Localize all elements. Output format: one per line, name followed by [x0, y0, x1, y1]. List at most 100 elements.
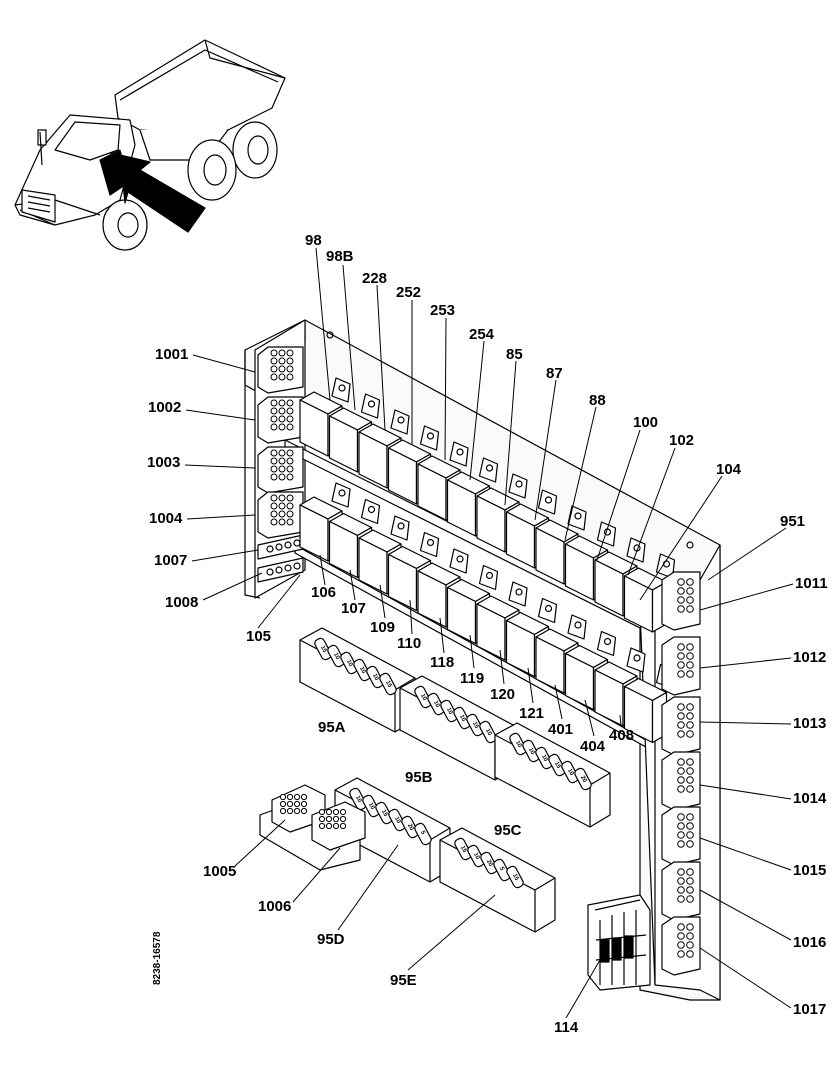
- label-95c: 95C: [494, 822, 522, 839]
- right-connector-1: [661, 571, 701, 631]
- label-1016: 1016: [793, 934, 827, 951]
- relay-lower-12: [623, 663, 676, 744]
- document-number: 8238-16578: [152, 931, 163, 985]
- svg-text:20: 20: [406, 823, 415, 832]
- svg-text:10: 10: [432, 700, 441, 709]
- label-98: 98: [305, 232, 322, 249]
- connector-1003: [257, 446, 304, 494]
- label-120: 120: [490, 686, 516, 703]
- svg-text:15: 15: [319, 645, 328, 654]
- label-114: 114: [554, 1019, 579, 1036]
- label-95a: 95A: [318, 719, 346, 736]
- right-connector-7: [661, 916, 701, 976]
- label-1015: 1015: [793, 862, 827, 879]
- fuse-block-95c: 10 10 10 15 10 20: [494, 722, 611, 828]
- connector-1002: [257, 396, 304, 444]
- label-1006: 1006: [258, 898, 292, 915]
- svg-text:20: 20: [579, 775, 588, 784]
- leader-lines: [184, 247, 794, 1019]
- svg-text:10: 10: [514, 740, 523, 749]
- label-107: 107: [341, 600, 367, 617]
- label-1005: 1005: [203, 863, 237, 880]
- svg-text:20: 20: [485, 859, 494, 868]
- label-1003: 1003: [147, 454, 181, 471]
- right-connector-2: [661, 636, 701, 696]
- fuse-block-95b: 10 10 10 10 15 10: [399, 675, 516, 781]
- svg-text:15: 15: [511, 873, 520, 882]
- right-connector-3: [661, 696, 701, 756]
- label-95e: 95E: [390, 972, 417, 989]
- label-253: 253: [430, 302, 456, 319]
- fuse-blocks: 1510101010151010101015101010101510201010…: [299, 627, 611, 933]
- svg-text:10: 10: [345, 659, 354, 668]
- svg-text:15: 15: [553, 761, 562, 770]
- svg-text:15: 15: [380, 809, 389, 818]
- label-109: 109: [370, 619, 396, 636]
- label-95b: 95B: [405, 769, 433, 786]
- svg-text:10: 10: [419, 693, 428, 702]
- label-408: 408: [609, 727, 635, 744]
- label-254: 254: [469, 326, 495, 343]
- svg-text:5: 5: [419, 830, 426, 836]
- label-121: 121: [519, 705, 545, 722]
- svg-text:5: 5: [498, 866, 505, 872]
- svg-text:15: 15: [459, 845, 468, 854]
- svg-text:10: 10: [358, 666, 367, 675]
- label-110: 110: [397, 635, 422, 652]
- label-98b: 98B: [326, 248, 354, 265]
- svg-text:10: 10: [540, 754, 549, 763]
- label-252: 252: [396, 284, 422, 301]
- svg-text:15: 15: [471, 721, 480, 730]
- label-102: 102: [669, 432, 695, 449]
- svg-text:15: 15: [384, 680, 393, 689]
- right-connector-4: [661, 751, 701, 811]
- label-401: 401: [548, 721, 574, 738]
- label-1011: 1011: [795, 575, 828, 592]
- label-118: 118: [430, 654, 455, 671]
- right-connector-6: [661, 861, 701, 921]
- label-105: 105: [246, 628, 272, 645]
- svg-text:10: 10: [527, 747, 536, 756]
- fuse-block-95e: 15 10 20 5 15: [439, 827, 556, 933]
- connector-1001: [257, 346, 304, 394]
- label-1007: 1007: [154, 552, 188, 569]
- label-1008: 1008: [165, 594, 199, 611]
- label-106: 106: [311, 584, 337, 601]
- label-88: 88: [589, 392, 606, 409]
- label-228: 228: [362, 270, 388, 287]
- relay-lower-2: [328, 498, 381, 579]
- truck-illustration: [14, 39, 286, 251]
- relay-upper-10: [564, 521, 617, 601]
- relay-upper-12: [623, 553, 676, 633]
- svg-text:10: 10: [445, 707, 454, 716]
- relay-upper-9: [535, 505, 587, 585]
- svg-text:10: 10: [458, 714, 467, 723]
- label-85: 85: [506, 346, 523, 363]
- label-119: 119: [460, 670, 485, 687]
- svg-text:10: 10: [367, 802, 376, 811]
- label-100: 100: [633, 414, 659, 431]
- label-1012: 1012: [793, 649, 827, 666]
- label-1017: 1017: [793, 1001, 827, 1018]
- svg-text:10: 10: [484, 728, 493, 737]
- connector-1004: [257, 491, 304, 539]
- connector-1008: [257, 557, 304, 583]
- relay-rows: [299, 377, 676, 744]
- label-1001: 1001: [155, 346, 189, 363]
- label-1004: 1004: [149, 510, 183, 527]
- label-951: 951: [780, 513, 806, 530]
- svg-text:10: 10: [472, 852, 481, 861]
- label-95d: 95D: [317, 931, 345, 948]
- right-connectors: [661, 571, 701, 976]
- svg-text:10: 10: [354, 795, 363, 804]
- terminal-block-114: [587, 894, 651, 991]
- left-connectors: [257, 346, 304, 583]
- label-1002: 1002: [148, 399, 182, 416]
- connectors-1005-1006: [259, 784, 366, 871]
- svg-text:10: 10: [566, 768, 575, 777]
- svg-text:10: 10: [332, 652, 341, 661]
- svg-text:10: 10: [393, 816, 402, 825]
